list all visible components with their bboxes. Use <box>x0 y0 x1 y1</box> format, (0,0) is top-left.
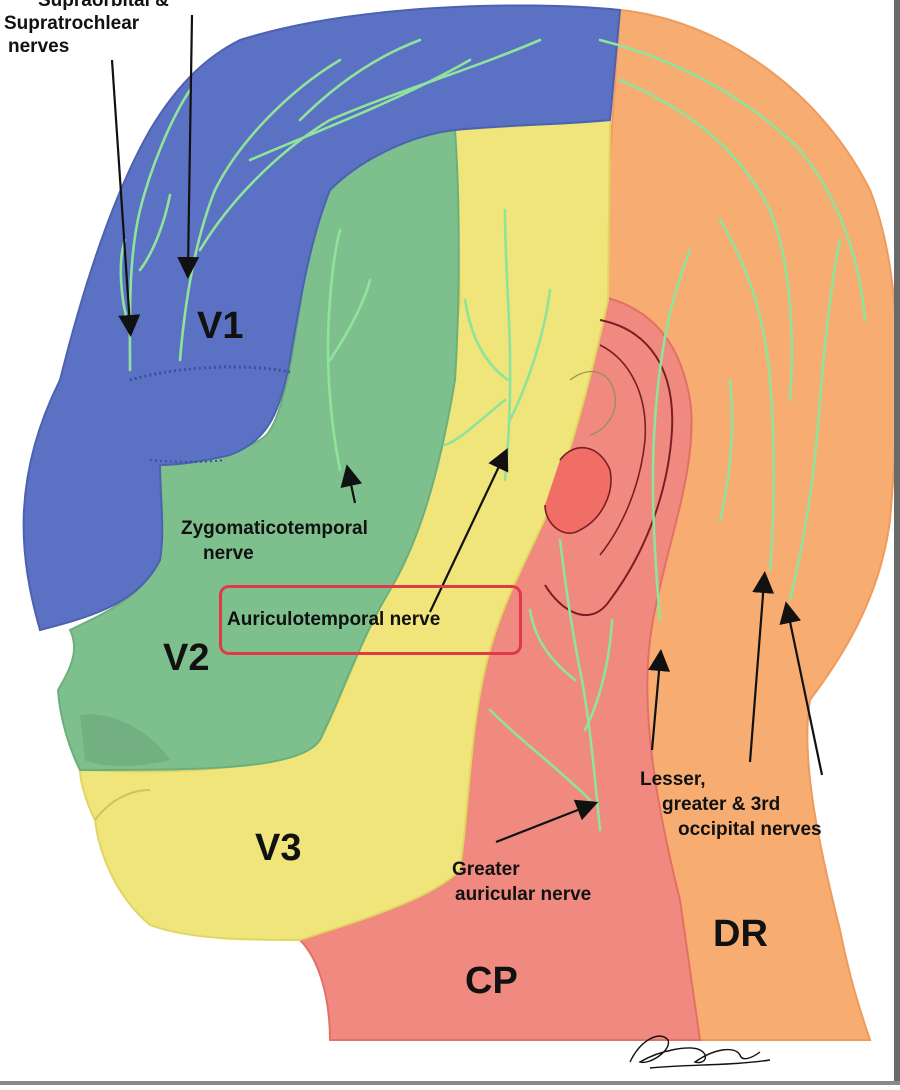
nerve-branches <box>119 38 867 832</box>
chin-line <box>94 789 151 821</box>
label-supraorbital-line1: Supraorbital & <box>38 0 169 11</box>
label-occipital-line1: Lesser, <box>640 769 706 790</box>
label-zygomaticotemporal-line1: Zygomaticotemporal <box>181 518 368 539</box>
region-label-v2: V2 <box>163 637 210 679</box>
label-greater-auricular-line1: Greater <box>452 859 520 880</box>
highlight-box <box>219 585 522 655</box>
label-supraorbital-line2: Supratrochlear <box>4 13 140 34</box>
arrow-supraorbital-2 <box>177 14 200 279</box>
region-dr <box>598 8 899 1041</box>
image-border-right <box>894 0 900 1085</box>
arrow-occipital-2 <box>748 571 775 763</box>
mouth-shading <box>80 714 170 766</box>
arrow-occipital-1 <box>648 649 670 751</box>
ear <box>544 319 674 617</box>
eye-line <box>149 459 226 463</box>
label-occipital-line3: occipital nerves <box>678 819 822 840</box>
arrow-occipital-3 <box>779 601 824 776</box>
label-zygomaticotemporal-line2: nerve <box>203 543 254 564</box>
arrow-supraorbital-1 <box>110 59 141 337</box>
region-label-v3: V3 <box>255 827 302 869</box>
eyebrow <box>129 365 291 382</box>
artist-signature <box>629 1035 771 1069</box>
region-label-dr: DR <box>713 913 768 955</box>
region-label-v1: V1 <box>197 305 244 347</box>
label-auriculotemporal: Auriculotemporal nerve <box>227 609 441 630</box>
label-supraorbital-line3: nerves <box>8 36 70 57</box>
label-greater-auricular-line2: auricular nerve <box>455 884 592 905</box>
label-occipital-line2: greater & 3rd <box>662 794 781 815</box>
region-label-cp: CP <box>465 960 518 1002</box>
arrow-zygomaticotemporal <box>340 464 363 504</box>
arrow-greater-auricular <box>495 799 599 844</box>
image-border-bottom <box>0 1081 900 1085</box>
